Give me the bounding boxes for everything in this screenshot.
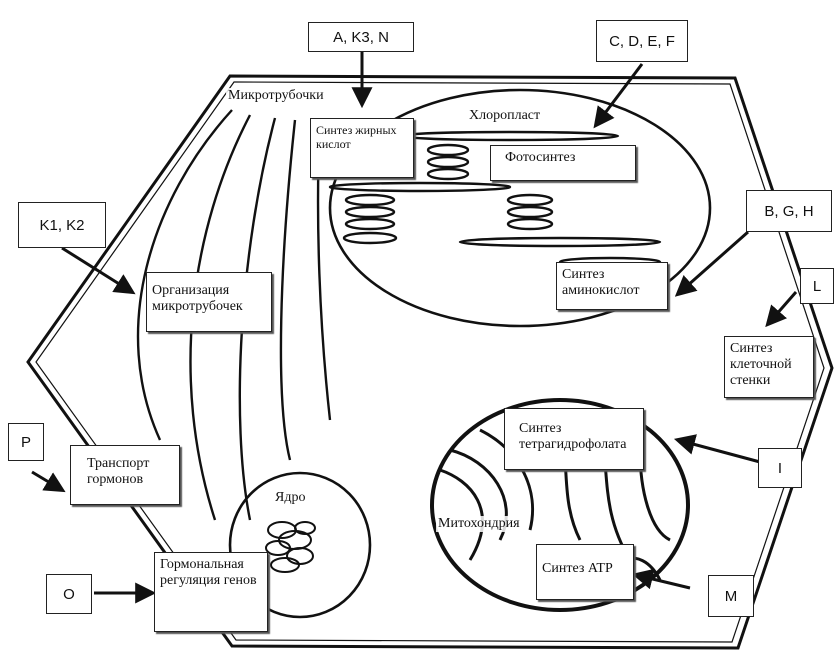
atp-synthesis-box: Синтез ATP bbox=[536, 544, 634, 600]
tag-o: O bbox=[46, 574, 92, 614]
tag-l: L bbox=[800, 268, 834, 304]
fatty-acid-synthesis-box: Синтез жирных кислот bbox=[310, 118, 414, 178]
tag-k1-k2: K1, K2 bbox=[18, 202, 106, 248]
microtubules-label: Микротрубочки bbox=[226, 88, 326, 104]
arrows bbox=[31, 52, 798, 604]
tag-i: I bbox=[758, 448, 802, 488]
nucleus-label: Ядро bbox=[273, 490, 308, 506]
microtubule-organization-box: Организация микротрубочек bbox=[146, 272, 272, 332]
hormone-transport-box: Транспорт гормонов bbox=[70, 445, 180, 505]
amino-acid-synthesis-box: Синтез аминокислот bbox=[556, 262, 668, 310]
tag-a-k3-n: A, K3, N bbox=[308, 22, 414, 52]
cell-wall-synthesis-box: Синтез клеточной стенки bbox=[724, 336, 814, 398]
tag-m: M bbox=[708, 575, 754, 617]
chloroplast-label: Хлоропласт bbox=[467, 108, 543, 124]
thylakoids bbox=[328, 130, 662, 268]
mitochondrion-outline bbox=[430, 398, 690, 612]
tag-c-d-e-f: C, D, E, F bbox=[596, 20, 688, 62]
photosynthesis-box: Фотосинтез bbox=[490, 145, 636, 181]
tag-p: P bbox=[8, 423, 44, 461]
tag-b-g-h: B, G, H bbox=[746, 190, 832, 232]
gene-regulation-box: Гормональная регуляция генов bbox=[154, 552, 268, 632]
chromatin bbox=[265, 521, 316, 573]
cell-membrane-outline bbox=[35, 81, 825, 643]
thf-synthesis-box: Синтез тетрагидрофолата bbox=[504, 408, 644, 470]
chloroplast-outline bbox=[328, 88, 712, 328]
cell-wall-outline bbox=[26, 74, 834, 650]
mitochondrion-label: Митохондрия bbox=[436, 516, 522, 532]
nucleus-outline bbox=[228, 471, 372, 619]
